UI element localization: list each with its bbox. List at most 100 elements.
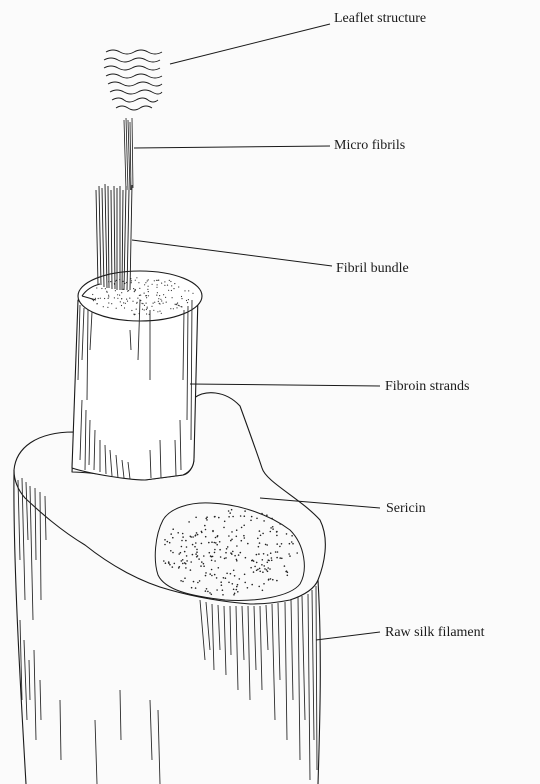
stipple-dot <box>236 586 238 588</box>
stipple-dot <box>147 289 148 290</box>
stipple-dot <box>148 295 149 296</box>
stipple-dot <box>196 532 198 534</box>
stipple-dot <box>144 284 145 285</box>
stipple-dot <box>184 290 185 291</box>
stipple-dot <box>225 577 227 579</box>
sericin-core <box>155 503 304 601</box>
stipple-dot <box>244 574 246 576</box>
stipple-dot <box>268 559 270 561</box>
label-sericin: Sericin <box>386 502 426 516</box>
stipple-dot <box>251 516 253 518</box>
stipple-dot <box>244 515 246 517</box>
leader-fibroin <box>190 384 380 386</box>
stipple-dot <box>224 521 226 523</box>
stipple-dot <box>229 512 231 514</box>
stipple-dot <box>131 280 132 281</box>
stipple-dot <box>223 527 225 529</box>
stipple-dot <box>220 556 222 558</box>
stipple-dot <box>181 296 182 297</box>
stipple-dot <box>238 554 240 556</box>
stipple-dot <box>107 292 108 293</box>
stipple-dot <box>233 570 235 572</box>
stipple-dot <box>201 531 203 533</box>
stipple-dot <box>253 571 255 573</box>
stipple-dot <box>195 553 197 555</box>
stipple-dot <box>132 301 133 302</box>
stipple-dot <box>96 303 97 304</box>
stipple-dot <box>203 563 205 565</box>
stipple-dot <box>267 554 269 556</box>
stipple-dot <box>288 553 290 555</box>
stipple-dot <box>241 540 243 542</box>
stipple-dot <box>245 557 247 559</box>
stipple-dot <box>187 302 188 303</box>
stipple-dot <box>101 288 102 289</box>
stipple-dot <box>144 293 145 294</box>
stipple-dot <box>266 544 268 546</box>
stipple-dot <box>92 299 93 300</box>
stipple-dot <box>281 558 283 560</box>
stipple-dot <box>267 567 269 569</box>
stipple-dot <box>108 295 109 296</box>
stipple-dot <box>169 564 171 566</box>
leader-raw <box>316 632 380 640</box>
stipple-dot <box>214 560 216 562</box>
stipple-dot <box>165 562 167 564</box>
label-raw-silk-filament: Raw silk filament <box>385 626 485 640</box>
stipple-dot <box>287 575 289 577</box>
stipple-dot <box>237 584 239 586</box>
stipple-dot <box>261 513 263 515</box>
stipple-dot <box>195 587 197 589</box>
stipple-dot <box>279 546 281 548</box>
stipple-dot <box>182 559 184 561</box>
stipple-dot <box>247 587 249 589</box>
stipple-dot <box>270 578 272 580</box>
stipple-dot <box>200 565 202 567</box>
stipple-dot <box>146 303 147 304</box>
stipple-dot <box>161 283 162 284</box>
stipple-dot <box>127 301 128 302</box>
stipple-dot <box>139 288 140 289</box>
stipple-dot <box>232 551 234 553</box>
label-fibril-bundle: Fibril bundle <box>336 262 409 276</box>
leader-sericin <box>260 498 380 508</box>
stipple-dot <box>192 293 193 294</box>
stipple-dot <box>110 281 111 282</box>
stipple-dot <box>121 292 122 293</box>
stipple-dot <box>182 533 184 535</box>
stipple-dot <box>171 285 172 286</box>
stipple-dot <box>148 279 149 280</box>
stipple-dot <box>188 290 189 291</box>
stipple-dot <box>227 546 229 548</box>
stipple-dot <box>256 562 258 564</box>
stipple-dot <box>284 565 286 567</box>
stipple-dot <box>205 518 207 520</box>
stipple-dot <box>197 534 199 536</box>
stipple-dot <box>263 520 265 522</box>
stipple-dot <box>142 309 143 310</box>
stipple-dot <box>156 295 157 296</box>
stipple-dot <box>276 531 278 533</box>
stipple-dot <box>247 543 249 545</box>
stipple-dot <box>262 590 264 592</box>
stipple-dot <box>228 582 230 584</box>
stipple-dot <box>190 569 192 571</box>
stipple-dot <box>205 575 207 577</box>
stipple-dot <box>222 589 224 591</box>
stipple-dot <box>259 530 261 532</box>
stipple-dot <box>177 302 178 303</box>
fibroin-body <box>72 295 198 480</box>
stipple-dot <box>267 571 269 573</box>
stipple-dot <box>262 533 264 535</box>
stipple-dot <box>181 298 182 299</box>
stipple-dot <box>209 552 211 554</box>
stipple-dot <box>232 583 234 585</box>
stipple-dot <box>236 560 238 562</box>
stipple-dot <box>270 552 272 554</box>
stipple-dot <box>257 569 259 571</box>
stipple-dot <box>184 551 186 553</box>
stipple-dot <box>181 306 182 307</box>
stipple-dot <box>241 527 243 529</box>
stipple-dot <box>170 281 171 282</box>
stipple-dot <box>230 573 232 575</box>
